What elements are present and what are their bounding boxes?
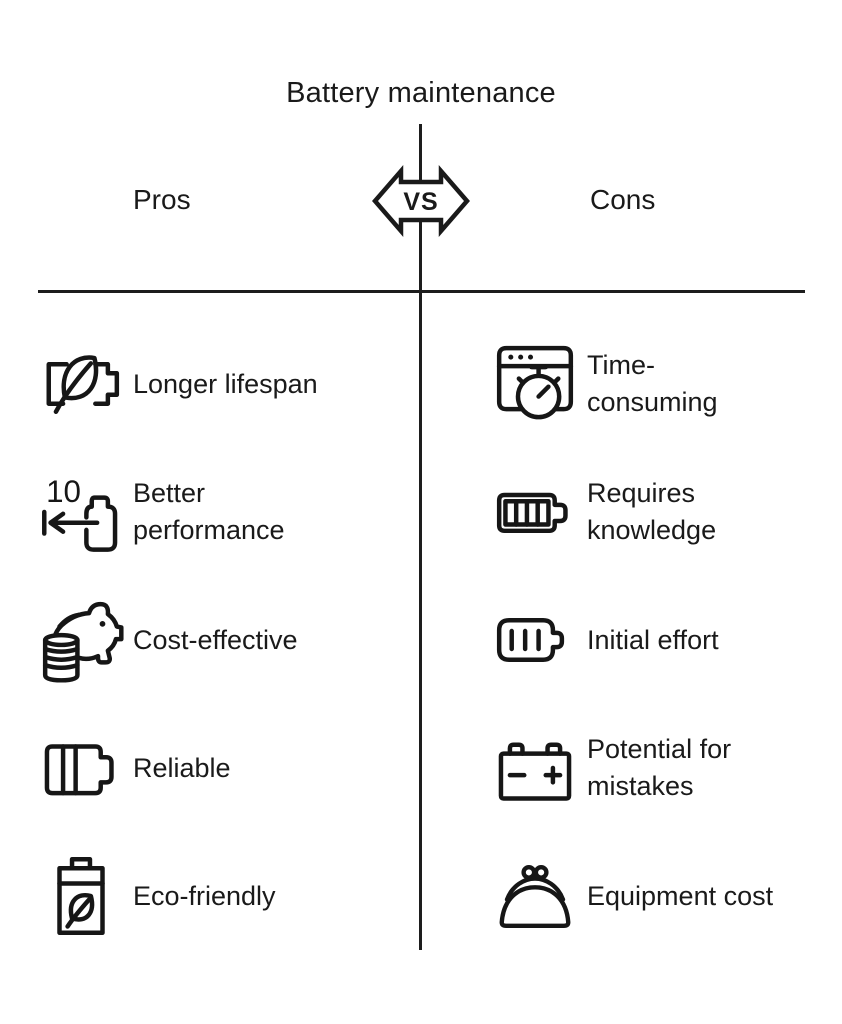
piggy-bank-coins-icon bbox=[42, 601, 124, 683]
battery-level-icon bbox=[44, 744, 114, 796]
list-item-label: Time- consuming bbox=[587, 350, 718, 417]
vs-label: VS bbox=[403, 188, 438, 216]
pros-column: Longer lifespan 10 Better performance bbox=[38, 320, 410, 960]
vertical-divider-line bbox=[419, 124, 422, 950]
list-item-label: Better performance bbox=[133, 478, 285, 545]
list-item-label: Equipment cost bbox=[587, 880, 774, 911]
list-item: 10 Better performance bbox=[38, 448, 410, 576]
list-item: Requires knowledge bbox=[492, 448, 824, 576]
cons-column: Time- consuming Requires knowledge bbox=[492, 320, 824, 960]
car-battery-icon bbox=[498, 742, 572, 801]
list-item-label: Cost-effective bbox=[133, 624, 298, 655]
list-item: Cost-effective bbox=[38, 576, 410, 704]
pros-column-label: Pros bbox=[133, 184, 191, 215]
battery-full-icon bbox=[496, 492, 568, 534]
list-item-label: Longer lifespan bbox=[133, 368, 318, 399]
list-item: Time- consuming bbox=[492, 320, 824, 448]
list-item-label: Initial effort bbox=[587, 624, 719, 655]
list-item-label: Potential for mistakes bbox=[587, 734, 732, 801]
list-item: Potential for mistakes bbox=[492, 704, 824, 832]
list-item-label: Requires knowledge bbox=[587, 478, 717, 545]
list-item-label: Reliable bbox=[133, 752, 231, 783]
list-item: Equipment cost bbox=[492, 832, 824, 960]
list-item: Longer lifespan bbox=[38, 320, 410, 448]
list-item: Eco-friendly bbox=[38, 832, 410, 960]
list-item: Reliable bbox=[38, 704, 410, 832]
page-title: Battery maintenance bbox=[286, 77, 556, 109]
list-item-label: Eco-friendly bbox=[133, 880, 276, 911]
vs-badge-icon: VS bbox=[372, 164, 470, 238]
list-item: Initial effort bbox=[492, 576, 824, 704]
battery-leaf-icon bbox=[46, 355, 120, 415]
eco-battery-icon bbox=[57, 857, 105, 935]
cons-column-label: Cons bbox=[590, 184, 656, 215]
svg-text:10: 10 bbox=[46, 474, 81, 509]
coin-purse-icon bbox=[499, 864, 571, 928]
horizontal-divider-line bbox=[38, 290, 805, 293]
battery-performance-arrow-icon: 10 bbox=[42, 474, 118, 552]
browser-stopwatch-icon bbox=[496, 345, 574, 420]
battery-ticks-icon bbox=[496, 618, 565, 662]
